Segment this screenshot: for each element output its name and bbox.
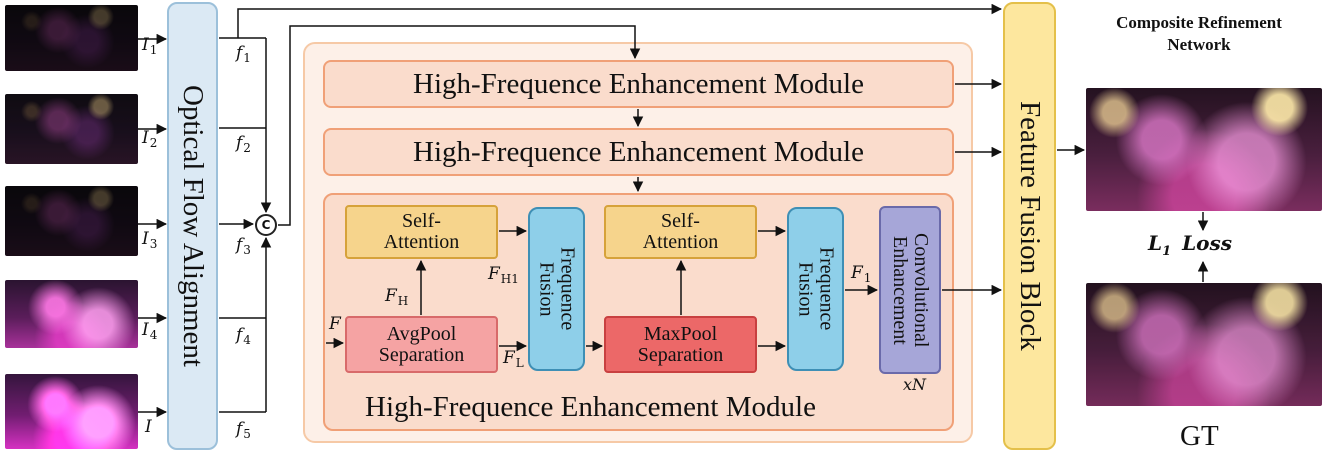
feature-fusion-block-label: Feature Fusion Block bbox=[1014, 101, 1046, 351]
input-label-4: I4 bbox=[142, 320, 158, 342]
gt-label: GT bbox=[1180, 420, 1219, 452]
self-attention-2-line2: Attention bbox=[642, 231, 719, 253]
concat-symbol: C bbox=[261, 218, 271, 232]
repeat-label: xN bbox=[903, 375, 927, 394]
self-attention-2-line1: Self- bbox=[661, 210, 700, 232]
avgpool-line1: AvgPool bbox=[386, 322, 457, 345]
maxpool-line1: MaxPool bbox=[643, 322, 718, 345]
frequence-fusion-block-1: Frequence Fusion bbox=[528, 207, 585, 371]
input-label-2: I2 bbox=[142, 128, 158, 150]
label-F-L: FL bbox=[503, 348, 524, 370]
label-F: F bbox=[329, 314, 341, 334]
optical-flow-alignment-block: Optical Flow Alignment bbox=[167, 2, 218, 450]
concat-node: C bbox=[255, 214, 277, 236]
self-attention-1-line2: Attention bbox=[383, 231, 460, 253]
maxpool-line2: Separation bbox=[637, 343, 724, 366]
input-label-1: I1 bbox=[142, 35, 158, 57]
self-attention-block-2: Self- Attention bbox=[604, 205, 757, 259]
hfem-block-3-label: High-Frequence Enhancement Module bbox=[365, 391, 816, 423]
feature-label-1: f1 bbox=[236, 43, 251, 65]
input-label-reference: I bbox=[145, 417, 152, 437]
input-label-3: I3 bbox=[142, 229, 158, 251]
input-frame-3 bbox=[5, 186, 138, 256]
crn-title-line1: Composite Refinement bbox=[1116, 13, 1282, 32]
self-attention-block-1: Self- Attention bbox=[345, 205, 498, 259]
label-F-H: FH bbox=[385, 286, 409, 308]
frequence-fusion-block-2: Frequence Fusion bbox=[787, 207, 844, 371]
label-F-1: F1 bbox=[851, 263, 872, 285]
input-frame-2 bbox=[5, 94, 138, 164]
avgpool-separation-block: AvgPool Separation bbox=[345, 316, 498, 373]
input-frame-4 bbox=[5, 280, 138, 348]
feature-label-5: f5 bbox=[236, 419, 251, 441]
hfem-block-1-label: High-Frequence Enhancement Module bbox=[413, 67, 864, 100]
arrow-f1-skip bbox=[237, 3, 1003, 38]
maxpool-separation-block: MaxPool Separation bbox=[604, 316, 757, 373]
convolutional-enhancement-block: Convolutional Enhancement bbox=[879, 206, 941, 374]
crn-title: Composite Refinement Network bbox=[1072, 12, 1326, 56]
hfem-block-2: High-Frequence Enhancement Module bbox=[323, 128, 954, 176]
optical-flow-alignment-label: Optical Flow Alignment bbox=[177, 85, 209, 367]
frequence-fusion-1-label: Frequence Fusion bbox=[535, 247, 579, 331]
convolutional-enhancement-label: Convolutional Enhancement bbox=[889, 232, 932, 348]
feature-label-3: f3 bbox=[236, 235, 251, 257]
refined-output-image bbox=[1086, 88, 1322, 211]
avgpool-line2: Separation bbox=[378, 343, 465, 366]
hfem-block-2-label: High-Frequence Enhancement Module bbox=[413, 135, 864, 168]
hfem-block-1: High-Frequence Enhancement Module bbox=[323, 60, 954, 108]
feature-label-2: f2 bbox=[236, 133, 251, 155]
frequence-fusion-2-label: Frequence Fusion bbox=[794, 247, 838, 331]
self-attention-1-line1: Self- bbox=[402, 210, 441, 232]
feature-fusion-block: Feature Fusion Block bbox=[1003, 2, 1056, 450]
label-F-H1: FH1 bbox=[488, 264, 519, 286]
input-frame-reference bbox=[5, 374, 138, 449]
crn-title-line2: Network bbox=[1167, 35, 1231, 54]
l1-loss-label: L1 Loss bbox=[1148, 231, 1232, 259]
input-frame-1 bbox=[5, 5, 138, 71]
ground-truth-image bbox=[1086, 283, 1322, 406]
feature-label-4: f4 bbox=[236, 325, 251, 347]
